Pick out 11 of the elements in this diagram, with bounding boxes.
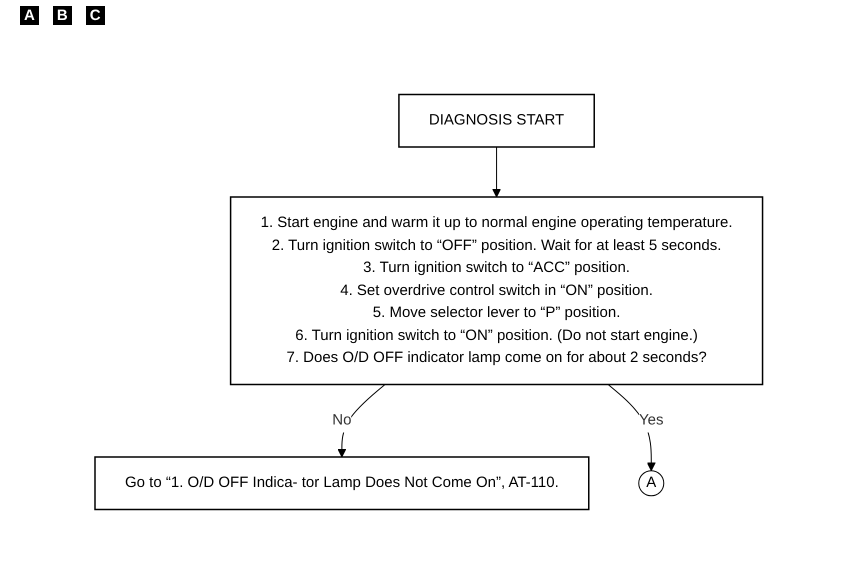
arrow [492, 146, 501, 198]
node-box: Go to “1. O/D OFF Indica- tor Lamp Does Not Come On”, AT-110. [94, 456, 590, 510]
edge-label: Yes [638, 412, 664, 428]
section-marker: B [52, 6, 72, 25]
section-marker: C [86, 6, 105, 25]
node-box: 1. Start engine and warm it up to normal engine operating temperature. 2. Turn ignition switch to “OFF” position. Wait for at least 5 seconds. 3. Turn ignition switch to “ACC” position. 4. Set overdrive control switch in “ON” position. 5. Move selector lever to “P” position. 6. Turn ignition switch to “ON” position. (Do not start engine.) 7. Does O/D OFF indicator lamp come on for about 2 seconds? [230, 196, 764, 386]
arrow [337, 384, 386, 458]
section-marker: A [20, 6, 39, 25]
node-box: DIAGNOSIS START [398, 94, 595, 148]
node-circle: A [638, 470, 664, 496]
edge-label: No [332, 412, 352, 428]
